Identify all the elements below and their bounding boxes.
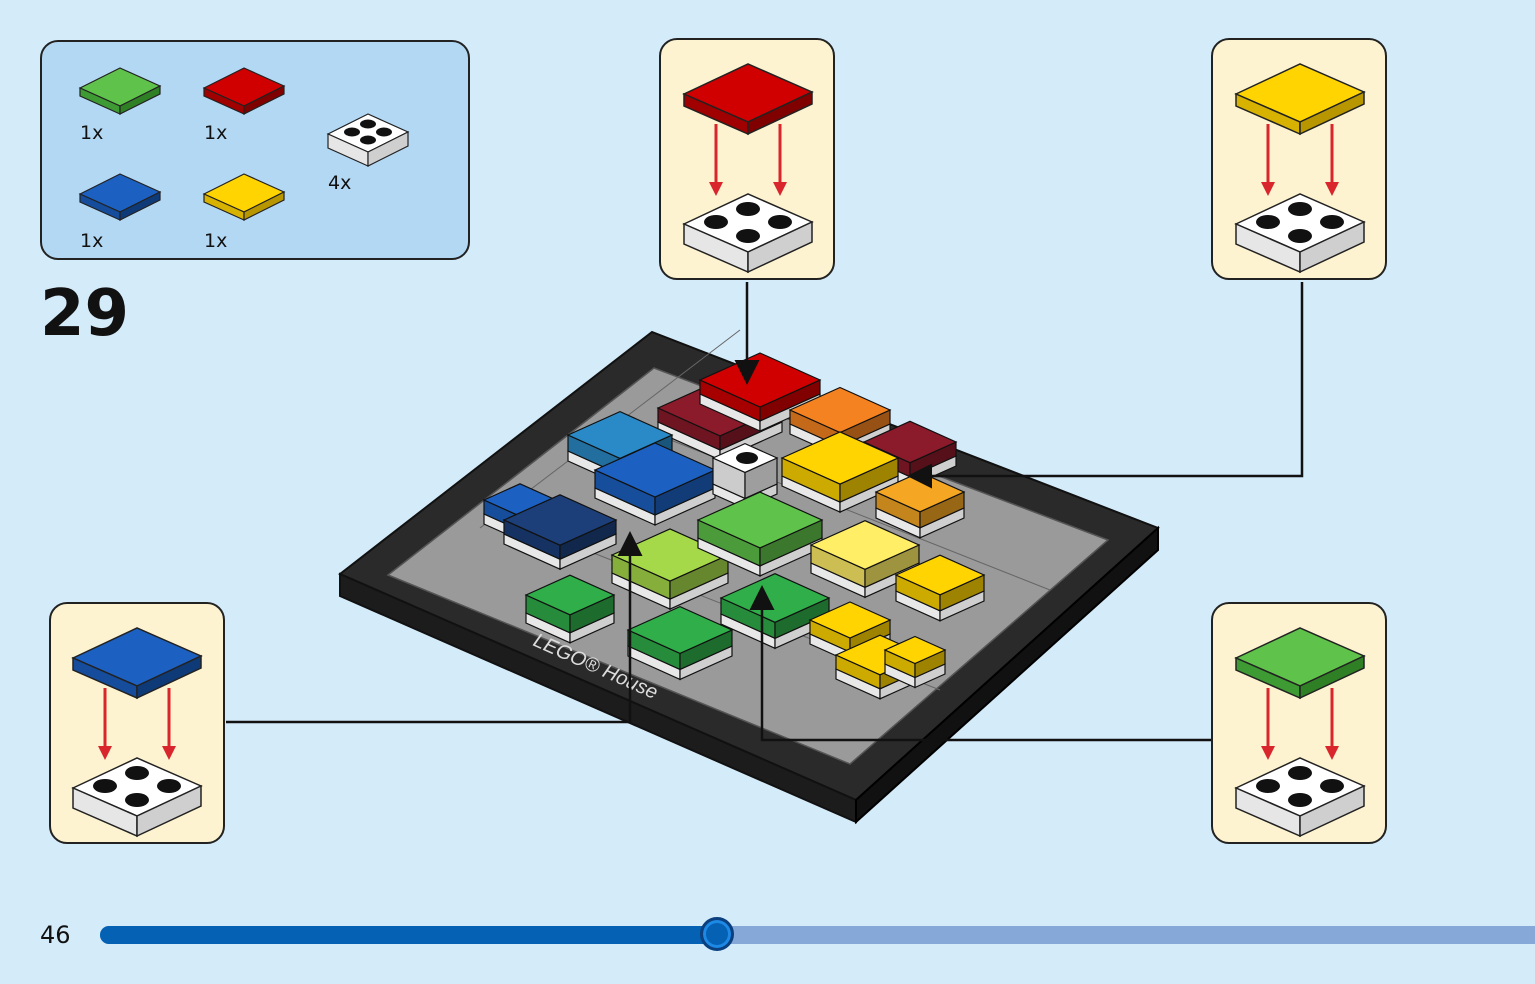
parts-icons xyxy=(78,67,410,221)
green-tile-icon xyxy=(78,67,162,115)
leader-blue xyxy=(226,531,643,724)
step-number: 29 xyxy=(40,277,130,351)
tile-block xyxy=(874,471,966,539)
progress-knob xyxy=(700,917,734,951)
page-number: 46 xyxy=(40,921,71,949)
callout-red-plate xyxy=(682,124,814,274)
part-qty-yellow: 1x xyxy=(204,230,228,252)
leader-green xyxy=(749,585,1211,742)
yellow-tile-icon xyxy=(202,173,286,221)
part-qty-green: 1x xyxy=(80,122,104,144)
stud xyxy=(736,452,758,464)
callout-blue-art xyxy=(71,627,203,700)
callout-green-plate xyxy=(1234,688,1366,838)
tile-block xyxy=(883,635,947,689)
tile-block xyxy=(593,442,717,526)
tile-block xyxy=(696,491,824,577)
parts-list-panel: 1x 1x 4x 1x 1x xyxy=(40,40,470,260)
leader-lines xyxy=(226,282,1304,742)
leader-yellow xyxy=(907,282,1304,489)
part-qty-blue: 1x xyxy=(80,230,104,252)
tile-block xyxy=(894,554,986,622)
tile-block xyxy=(502,494,618,571)
callout-yellow-plate xyxy=(1234,124,1366,274)
callout-yellow-art xyxy=(1234,63,1366,136)
progress-fill xyxy=(100,926,717,944)
tile-block xyxy=(626,605,734,681)
tile-block xyxy=(809,520,921,599)
part-qty-red: 1x xyxy=(204,122,228,144)
tile-block xyxy=(780,431,900,514)
white-plate-icon xyxy=(326,113,410,167)
red-tile-icon xyxy=(202,67,286,115)
callout-blue-plate xyxy=(71,688,203,838)
callout-green-art xyxy=(1234,627,1366,700)
tile-block xyxy=(524,574,616,644)
colored-tiles xyxy=(482,352,986,700)
blue-tile-icon xyxy=(78,173,162,221)
part-qty-white: 4x xyxy=(328,172,352,194)
callout-red-art xyxy=(682,63,814,136)
